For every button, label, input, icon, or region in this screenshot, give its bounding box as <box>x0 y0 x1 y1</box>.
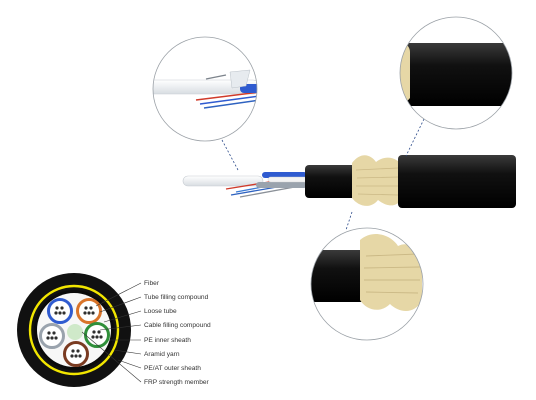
inner-sheath <box>305 165 357 198</box>
detail-circle-aramid <box>310 227 424 341</box>
label-aramid-yarn: Aramid yarn <box>144 351 180 358</box>
detail-circle-fibers <box>152 36 258 142</box>
cross-section <box>17 273 131 387</box>
legend-labels: Fiber Tube filling compound Loose tube C… <box>144 280 211 386</box>
frp-center <box>67 324 83 340</box>
label-loose-tube: Loose tube <box>144 308 177 315</box>
leader-lines <box>81 282 142 383</box>
callout-lines <box>221 118 425 231</box>
cable-main <box>182 155 516 208</box>
loose-tube-white <box>267 176 308 183</box>
outer-sheath <box>398 155 516 208</box>
label-cable-filling-compound: Cable filling compound <box>144 322 211 329</box>
detail-circle-outer-sheath <box>399 16 513 130</box>
label-pe-inner-sheath: PE inner sheath <box>144 337 191 344</box>
loose-tube-grey <box>256 182 307 188</box>
tube-blue <box>47 298 73 324</box>
label-pe-at-outer-sheath: PE/AT outer sheath <box>144 365 201 372</box>
tube-orange <box>76 298 102 324</box>
frp-rod <box>182 175 264 187</box>
loose-tube-blue <box>262 172 307 178</box>
label-fiber: Fiber <box>144 280 160 287</box>
tube-brown <box>63 341 89 367</box>
tube-green <box>84 322 110 348</box>
label-tube-filling-compound: Tube filling compound <box>144 294 209 301</box>
tube-grey <box>39 323 65 349</box>
aramid-yarn <box>352 155 402 206</box>
label-frp-strength-member: FRP strength member <box>144 379 210 386</box>
